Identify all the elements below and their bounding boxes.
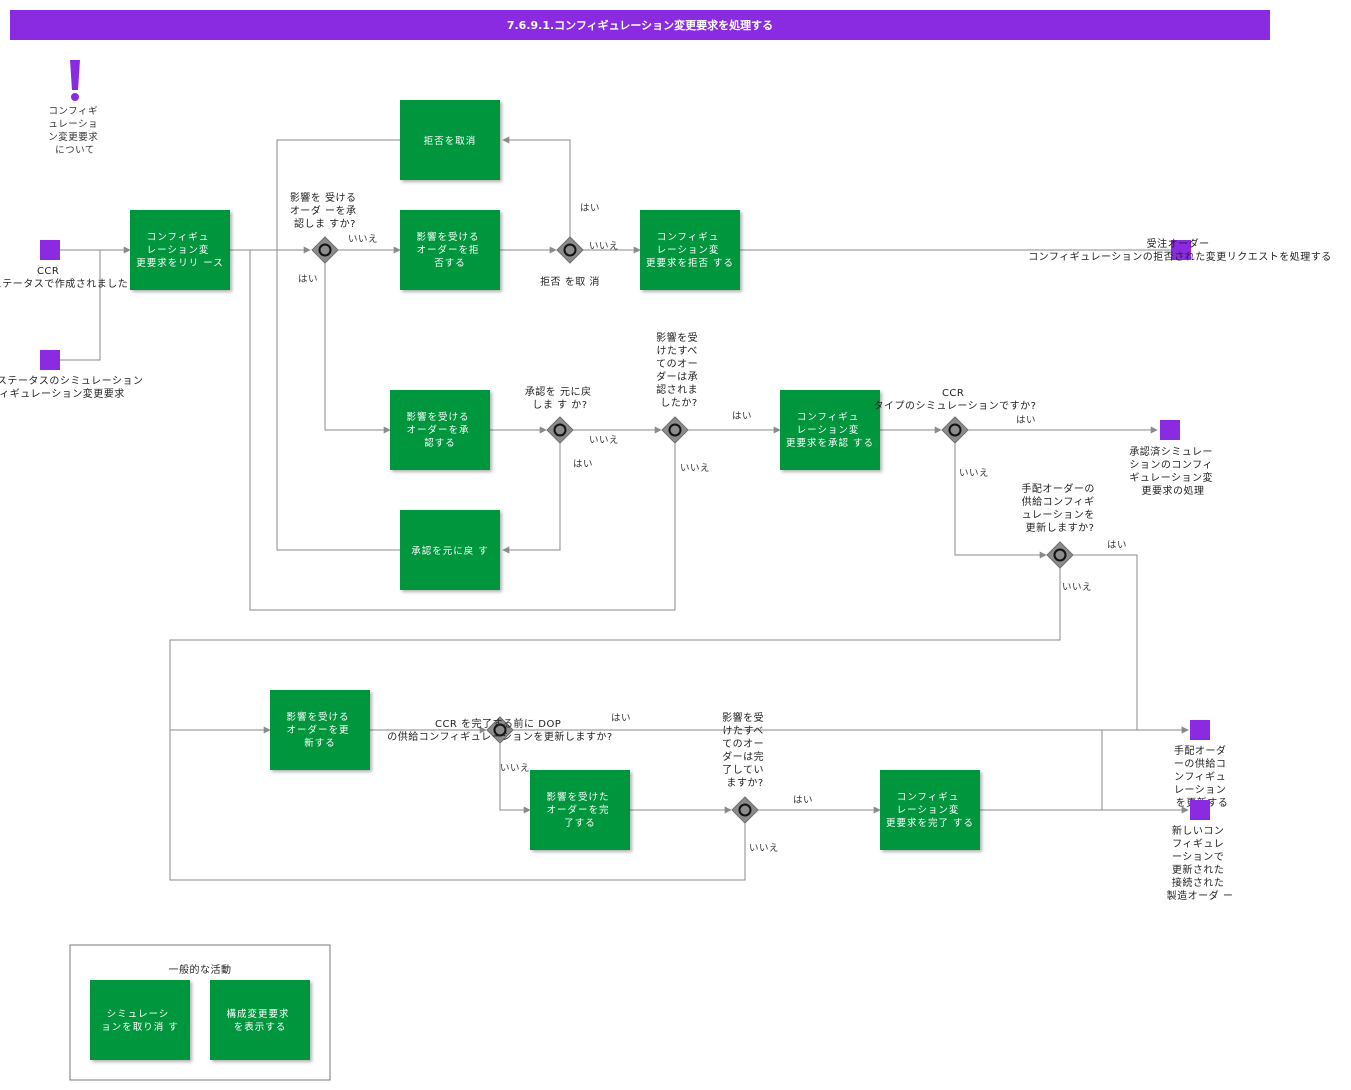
gateway-label: CCR を完了する前に DOP の供給コンフィギュレーションを更新しますか?	[387, 717, 612, 743]
gateway-all-approved[interactable]: 影響を受 けたすべ てのオー ダーは承 認されま したか?	[656, 331, 702, 444]
activity-reject-affected-orders[interactable]: 影響を受ける オーダーを拒 否する	[400, 210, 500, 290]
svg-text:シミュレーシ ョンを取り消 す: シミュレーシ ョンを取り消 す	[101, 1009, 179, 1033]
edge-labels: いいえ はい はい いいえ いいえ はい はい いいえ はい いいえ はい いい…	[298, 203, 1127, 854]
gateway-label: 影響を 受ける オーダ ーを承 認しま すか?	[290, 191, 360, 230]
edge-label-yes: はい	[1016, 415, 1036, 426]
activity-approve-ccr[interactable]: コンフィギュ レーション変 更要求を承認 する	[780, 390, 880, 470]
svg-text:拒否を取消: 拒否を取消	[424, 135, 477, 147]
diagram-title: 7.6.9.1.コンフィギュレーション変更要求を処理する	[10, 10, 1270, 40]
start-event-label: CCR ステータスで作成されました	[0, 266, 128, 290]
activity-cancel-simulation[interactable]: シミュレーシ ョンを取り消 す	[90, 980, 190, 1060]
activity-cancel-reject[interactable]: 拒否を取消	[400, 100, 500, 180]
gateway-all-completed[interactable]: 影響を受 けたすべ てのオー ダーは完 了してい ますか?	[722, 711, 768, 824]
end-event-connected-mo-updated[interactable]: 新しいコン フィギュレ ーションで 更新された 接続された 製造オーダ ー	[1167, 800, 1234, 902]
general-activities-group: 一般的な活動	[69, 944, 331, 1081]
edge-label-no: いいえ	[589, 435, 619, 446]
start-event-label: ステータスのシミュレーション ィギュレーション変更要求	[0, 375, 147, 400]
end-event-label: 新しいコン フィギュレ ーションで 更新された 接続された 製造オーダ ー	[1167, 824, 1234, 902]
gateway-simulation-type[interactable]: CCR タイプのシミュレーションですか?	[874, 388, 1037, 444]
svg-text:コンフィギュ レーション変 更要求を: コンフィギュ レーション変 更要求を完了 する	[886, 792, 974, 829]
activity-approve-affected-orders[interactable]: 影響を受ける オーダーを承 認する	[390, 390, 490, 470]
end-event-label: 受注オーダー コンフィギュレーションの拒否された変更リクエストを処理する	[1028, 237, 1332, 263]
svg-text:構成変更要求 を表示する: 構成変更要求 を表示する	[226, 1008, 293, 1033]
activity-revert-approval[interactable]: 承認を元に戻 す	[400, 510, 500, 590]
edge-label-yes: はい	[580, 203, 600, 214]
activity-update-affected-orders[interactable]: 影響を受ける オーダーを更 新する	[270, 690, 370, 770]
end-event-rejected-ccr[interactable]: 受注オーダー コンフィギュレーションの拒否された変更リクエストを処理する	[1028, 237, 1332, 263]
svg-text:コンフィギュ レーション変 更要求を: コンフィギュ レーション変 更要求を承認 する	[786, 412, 874, 449]
gateway-revert-approval[interactable]: 承認を 元に戻 しま す か?	[525, 385, 595, 444]
svg-text:承認を元に戻 す: 承認を元に戻 す	[411, 545, 489, 557]
edge-label-no: いいえ	[959, 468, 989, 479]
note-label: コンフィギ ュレーショ ン変更要求 について	[48, 106, 102, 156]
edge-label-yes: はい	[573, 459, 593, 470]
group-label: 一般的な活動	[169, 963, 232, 976]
svg-text:コンフィギュ レーション変 更要求を: コンフィギュ レーション変 更要求を拒否 する	[646, 232, 734, 269]
start-event-simulation-ccr[interactable]: ステータスのシミュレーション ィギュレーション変更要求	[0, 350, 147, 400]
gateway-label: 影響を受 けたすべ てのオー ダーは完 了してい ますか?	[722, 711, 768, 789]
svg-text:影響を受ける オーダーを拒 否する: 影響を受ける オーダーを拒 否する	[416, 231, 483, 269]
svg-text:影響を受ける オーダーを更 新する: 影響を受ける オーダーを更 新する	[286, 711, 353, 749]
gateway-update-dop-before-complete[interactable]: CCR を完了する前に DOP の供給コンフィギュレーションを更新しますか?	[387, 716, 612, 744]
edge-label-no: いいえ	[1062, 582, 1092, 593]
gateway-label: 手配オーダーの 供給コンフィギ ュレーションを 更新しますか?	[1021, 482, 1098, 534]
svg-text:影響を受ける オーダーを承 認する: 影響を受ける オーダーを承 認する	[406, 411, 473, 449]
edge-label-no: いいえ	[680, 463, 710, 474]
edge-label-no: いいえ	[348, 234, 378, 245]
edge-label-yes: はい	[611, 713, 631, 724]
end-event-approved-simulation[interactable]: 承認済シミュレー ションのコンフィ ギュレーション変 更要求の処理	[1129, 420, 1217, 497]
note-configuration-change-request[interactable]: コンフィギ ュレーショ ン変更要求 について	[48, 60, 102, 156]
edge-label-no: いいえ	[749, 843, 779, 854]
gateway-label: 承認を 元に戻 しま す か?	[525, 385, 595, 411]
svg-text:コンフィギュ レーション変 更要求を: コンフィギュ レーション変 更要求をリリ ース	[136, 232, 224, 269]
connectors	[60, 136, 1189, 881]
edge-label-no: いいえ	[500, 763, 530, 774]
edge-label-yes: はい	[732, 411, 752, 422]
gateway-label: 拒否 を取 消	[540, 275, 600, 288]
edge-label-no: いいえ	[589, 241, 619, 252]
svg-text:影響を受けた オーダーを完 了する: 影響を受けた オーダーを完 了する	[546, 791, 613, 829]
activity-complete-ccr[interactable]: コンフィギュ レーション変 更要求を完了 する	[880, 770, 980, 850]
edge-label-yes: はい	[793, 795, 813, 806]
edge-label-yes: はい	[1107, 540, 1127, 551]
exclamation-icon	[70, 60, 80, 101]
activity-complete-affected-orders[interactable]: 影響を受けた オーダーを完 了する	[530, 770, 630, 850]
gateway-cancel-reject[interactable]: 拒否 を取 消	[540, 236, 600, 288]
activity-release-ccr[interactable]: コンフィギュ レーション変 更要求をリリ ース	[130, 210, 230, 290]
edge-label-yes: はい	[298, 274, 318, 285]
end-event-label: 承認済シミュレー ションのコンフィ ギュレーション変 更要求の処理	[1129, 445, 1217, 497]
gateway-update-supply-config[interactable]: 手配オーダーの 供給コンフィギ ュレーションを 更新しますか?	[1021, 482, 1098, 569]
activity-show-ccr[interactable]: 構成変更要求 を表示する	[210, 980, 310, 1060]
gateway-approve-affected[interactable]: 影響を 受ける オーダ ーを承 認しま すか?	[290, 191, 360, 264]
gateway-label: 影響を受 けたすべ てのオー ダーは承 認されま したか?	[656, 331, 702, 409]
gateway-label: CCR タイプのシミュレーションですか?	[874, 388, 1037, 412]
activity-reject-ccr[interactable]: コンフィギュ レーション変 更要求を拒否 する	[640, 210, 740, 290]
start-event-ccr-created[interactable]: CCR ステータスで作成されました	[0, 240, 128, 290]
